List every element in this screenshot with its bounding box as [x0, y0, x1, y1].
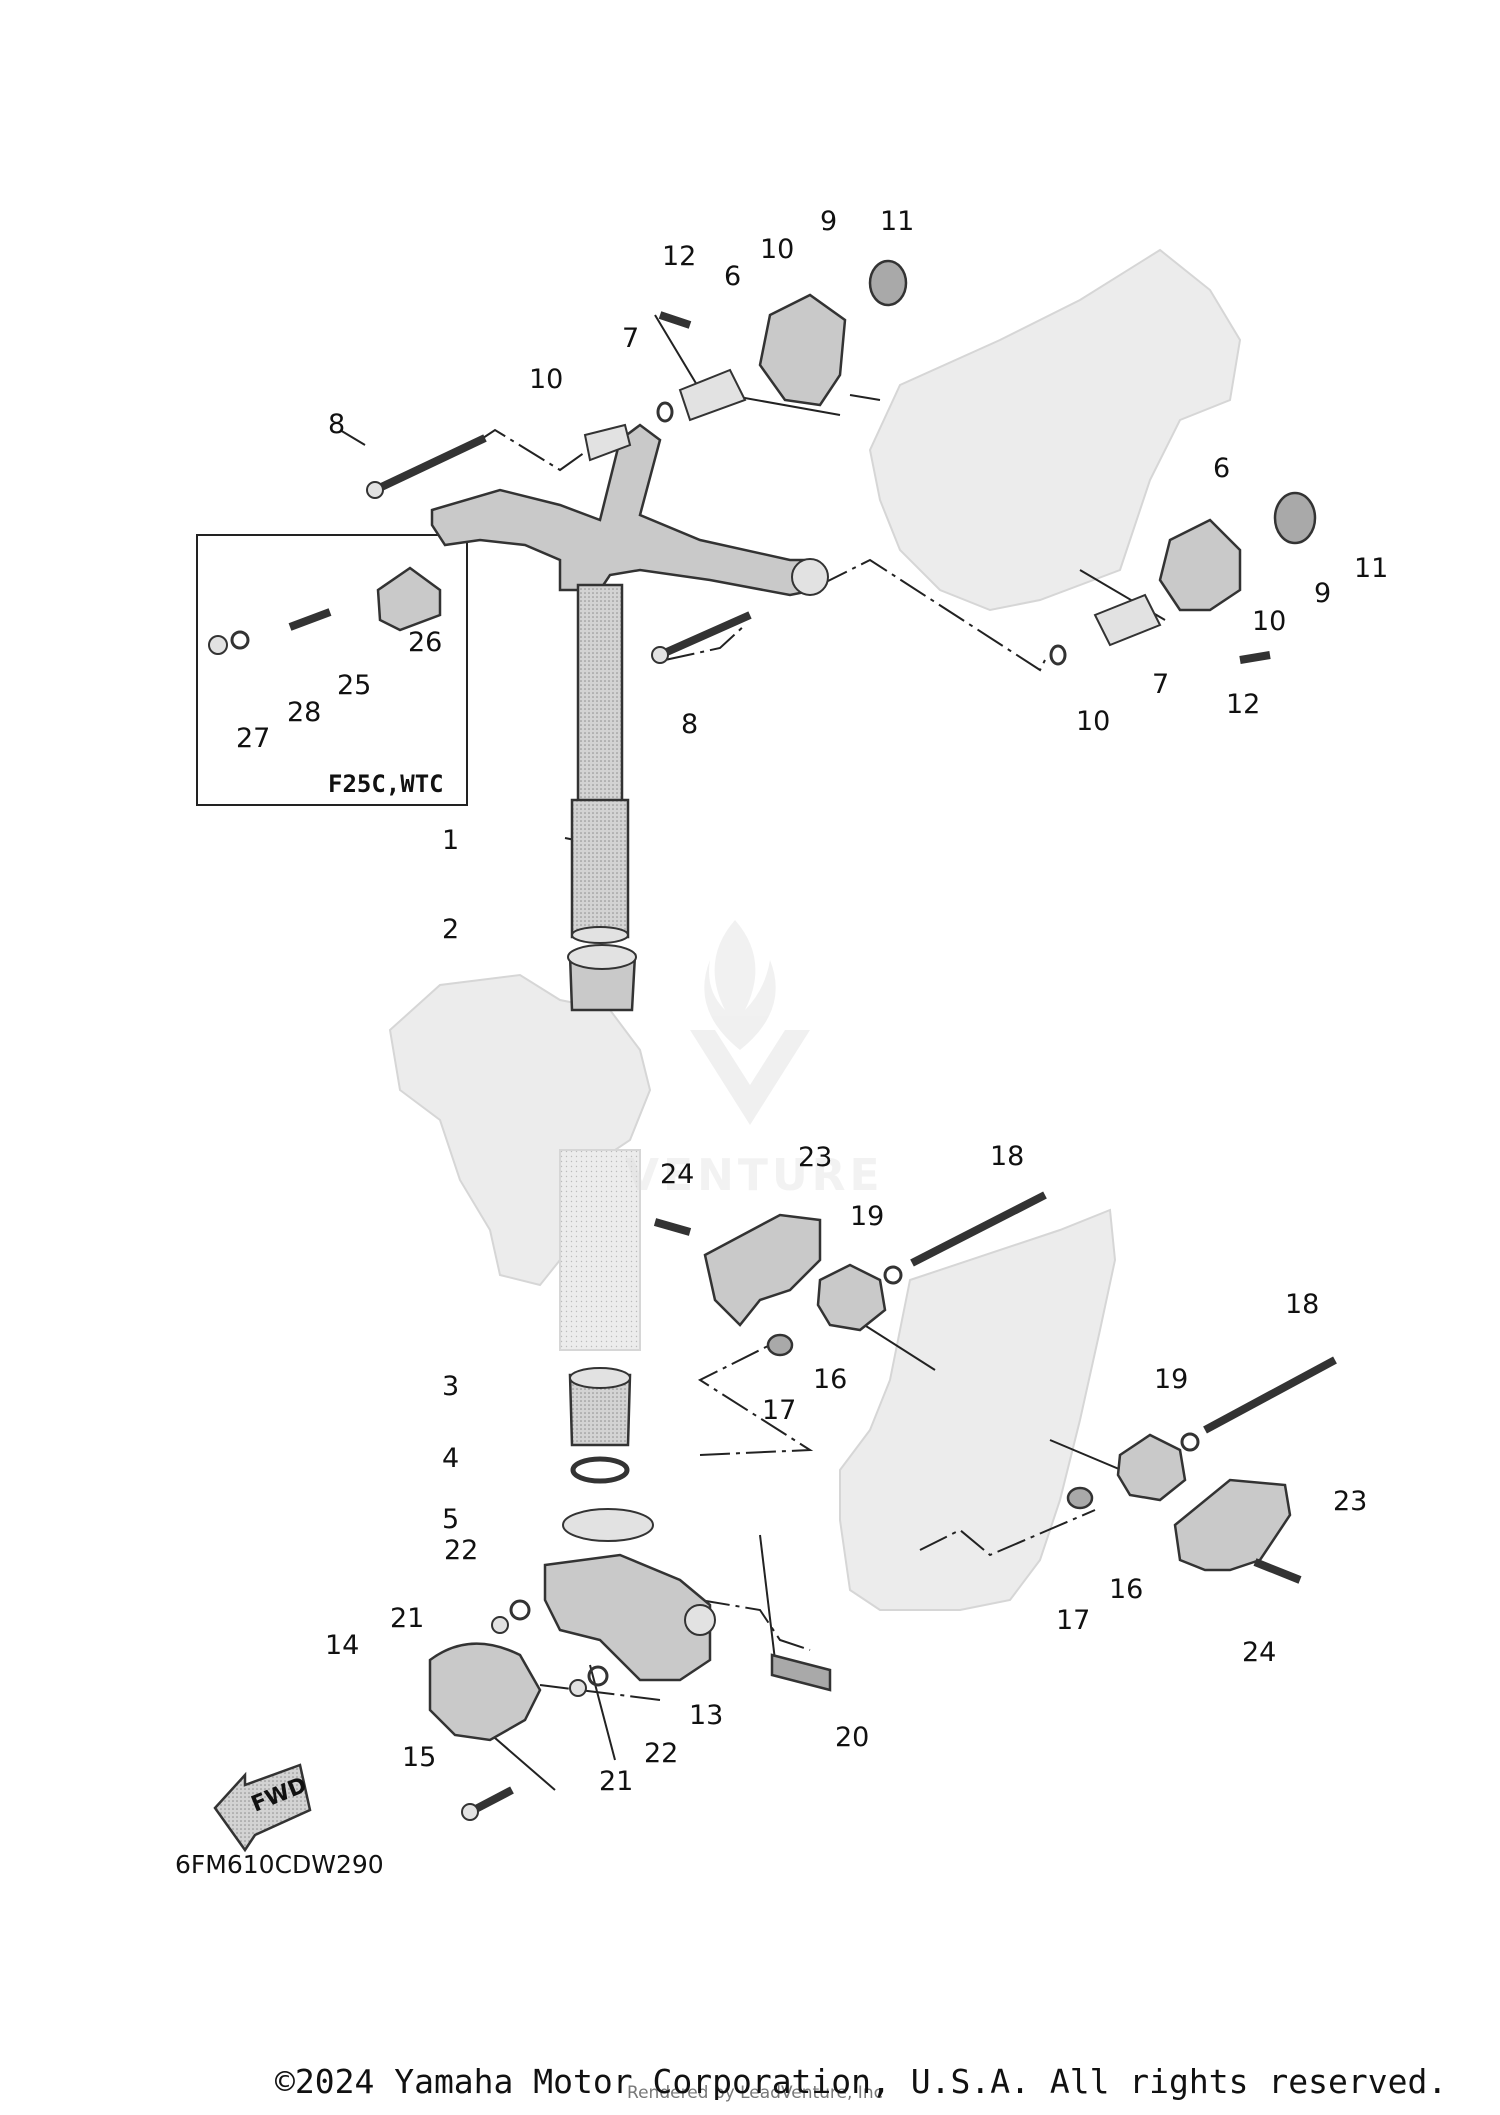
svg-text:26: 26: [408, 627, 442, 658]
svg-text:8: 8: [328, 409, 345, 440]
svg-text:9: 9: [820, 206, 837, 237]
steering-shaft[interactable]: [570, 583, 630, 944]
svg-text:4: 4: [442, 1443, 459, 1474]
small-nuts[interactable]: [491, 1599, 609, 1697]
svg-text:22: 22: [644, 1738, 678, 1769]
svg-text:12: 12: [662, 241, 696, 272]
lower-mount-cover-23-b[interactable]: [1173, 1478, 1292, 1572]
steering-arm-bracket[interactable]: [430, 423, 829, 597]
bolt-12-b[interactable]: [1239, 651, 1271, 664]
callout-labels: 1 2 3 4 5 6 6 7 7 8 8 9 9 10 10 10 10 11…: [236, 206, 1388, 1797]
svg-text:1: 1: [442, 825, 459, 856]
bolt-24-a[interactable]: [653, 1218, 692, 1236]
ghost-upper-casing: [388, 973, 652, 1351]
svg-text:12: 12: [1226, 689, 1260, 720]
rendered-by: Rendered by LeadVenture, Inc: [627, 2083, 883, 2103]
svg-text:6: 6: [1213, 453, 1230, 484]
inset-label: F25C,WTC: [328, 770, 444, 798]
clamp-14[interactable]: [428, 1642, 542, 1742]
svg-text:2: 2: [442, 914, 459, 945]
rubber-mount-7-b[interactable]: [1093, 593, 1162, 647]
rubber-mount-16-b[interactable]: [1116, 1433, 1187, 1502]
plate-9-b[interactable]: [1273, 491, 1317, 545]
svg-text:16: 16: [1109, 1574, 1143, 1605]
upper-mount-6-a[interactable]: [758, 293, 847, 407]
rubber-mount-7-a[interactable]: [678, 368, 747, 422]
svg-text:21: 21: [599, 1766, 633, 1797]
bolt-12-a[interactable]: [658, 311, 692, 329]
svg-text:10: 10: [760, 234, 794, 265]
upper-bushing[interactable]: [567, 944, 637, 1012]
svg-text:23: 23: [798, 1142, 832, 1173]
bolt-24-b[interactable]: [1253, 1558, 1302, 1584]
washer-10-b[interactable]: [1049, 644, 1067, 666]
svg-text:28: 28: [287, 697, 321, 728]
svg-text:17: 17: [762, 1395, 796, 1426]
plate-9-a[interactable]: [868, 259, 908, 307]
inset-bracket-26[interactable]: [376, 566, 442, 632]
watermark-logo: VENTURE: [625, 920, 884, 1201]
damper-20[interactable]: [770, 1653, 832, 1692]
inset-nut-27[interactable]: [208, 635, 228, 655]
svg-text:14: 14: [325, 1630, 359, 1661]
svg-text:19: 19: [1154, 1364, 1188, 1395]
bolt-8-a[interactable]: [366, 434, 487, 499]
diagram-code: 6FM610CDW290: [175, 1850, 384, 1879]
svg-text:18: 18: [990, 1141, 1024, 1172]
inset-box: [196, 534, 468, 806]
svg-text:22: 22: [444, 1535, 478, 1566]
ghost-engine-block: [868, 248, 1242, 612]
svg-text:7: 7: [622, 323, 639, 354]
svg-text:18: 18: [1285, 1289, 1319, 1320]
svg-text:10: 10: [1076, 706, 1110, 737]
leader-lines: [339, 314, 1166, 1791]
svg-text:17: 17: [1056, 1605, 1090, 1636]
svg-text:20: 20: [835, 1722, 869, 1753]
washer-10-a[interactable]: [656, 401, 674, 423]
bolt-18-a[interactable]: [910, 1191, 1047, 1267]
copyright-notice: ©2024 Yamaha Motor Corporation, U.S.A. A…: [275, 2062, 1448, 2101]
svg-text:6: 6: [724, 261, 741, 292]
ghost-lower-casing: [839, 1208, 1117, 1611]
bolt-15[interactable]: [461, 1786, 514, 1821]
svg-text:9: 9: [1314, 578, 1331, 609]
lower-mount-bracket[interactable]: [543, 1553, 716, 1682]
svg-text:11: 11: [1354, 553, 1388, 584]
rubber-mount-16-a[interactable]: [816, 1263, 887, 1332]
svg-text:25: 25: [337, 670, 371, 701]
inset-stud-25[interactable]: [288, 608, 332, 631]
svg-text:3: 3: [442, 1371, 459, 1402]
lower-bushing[interactable]: [568, 1367, 632, 1447]
svg-text:24: 24: [660, 1159, 694, 1190]
svg-text:VENTURE: VENTURE: [625, 1150, 884, 1201]
svg-text:24: 24: [1242, 1637, 1276, 1668]
svg-text:19: 19: [850, 1201, 884, 1232]
washer-17-a[interactable]: [766, 1333, 794, 1357]
svg-text:7: 7: [1152, 669, 1169, 700]
washer-4[interactable]: [570, 1456, 630, 1484]
svg-text:15: 15: [402, 1742, 436, 1773]
washer-19-a[interactable]: [883, 1265, 903, 1285]
svg-text:16: 16: [813, 1364, 847, 1395]
washer-17-b[interactable]: [1066, 1486, 1094, 1510]
bolt-8-b[interactable]: [651, 611, 752, 664]
upper-mount-6-b[interactable]: [1158, 518, 1242, 612]
lower-mount-cover-23-a[interactable]: [703, 1213, 822, 1327]
washer-19-b[interactable]: [1180, 1432, 1200, 1452]
svg-text:8: 8: [681, 709, 698, 740]
svg-text:21: 21: [390, 1603, 424, 1634]
bolt-18-b[interactable]: [1203, 1356, 1337, 1434]
inset-washer-28[interactable]: [230, 630, 250, 650]
thrust-washer-5[interactable]: [562, 1508, 654, 1542]
svg-text:5: 5: [442, 1504, 459, 1535]
svg-text:11: 11: [880, 206, 914, 237]
svg-text:13: 13: [689, 1700, 723, 1731]
svg-text:10: 10: [529, 364, 563, 395]
svg-text:10: 10: [1252, 606, 1286, 637]
svg-text:27: 27: [236, 723, 270, 754]
fwd-arrow-icon: FWD: [213, 1763, 312, 1853]
svg-text:23: 23: [1333, 1486, 1367, 1517]
